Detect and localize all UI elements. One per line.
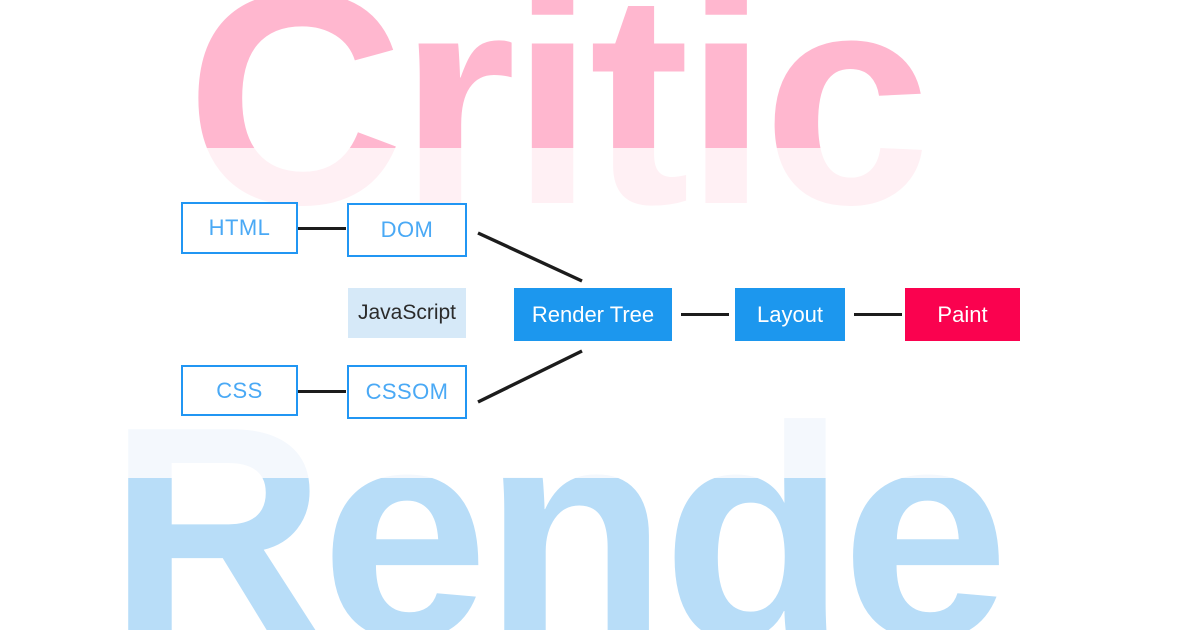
node-layout-label: Layout [756, 301, 824, 327]
edge-render-tree-to-layout [681, 313, 729, 316]
node-render-tree-label: Render Tree [531, 301, 655, 327]
node-css-label: CSS [216, 377, 263, 403]
node-cssom-label: CSSOM [365, 379, 449, 404]
node-layout[interactable]: Layout [735, 288, 845, 341]
node-javascript[interactable]: JavaScript [348, 288, 466, 338]
edge-cssom-to-render-tree [477, 349, 583, 404]
edge-layout-to-paint [854, 313, 902, 316]
node-paint-label: Paint [937, 301, 988, 327]
node-html-label: HTML [208, 215, 271, 240]
node-dom[interactable]: DOM [347, 203, 467, 257]
node-css[interactable]: CSS [181, 365, 298, 416]
edge-dom-to-render-tree [477, 231, 583, 283]
node-paint[interactable]: Paint [905, 288, 1020, 341]
node-html[interactable]: HTML [181, 202, 298, 254]
edge-css-to-cssom [298, 390, 346, 393]
node-dom-label: DOM [380, 217, 434, 242]
node-render-tree[interactable]: Render Tree [514, 288, 672, 341]
node-javascript-label: JavaScript [357, 301, 457, 324]
edge-html-to-dom [298, 227, 346, 230]
node-cssom[interactable]: CSSOM [347, 365, 467, 419]
